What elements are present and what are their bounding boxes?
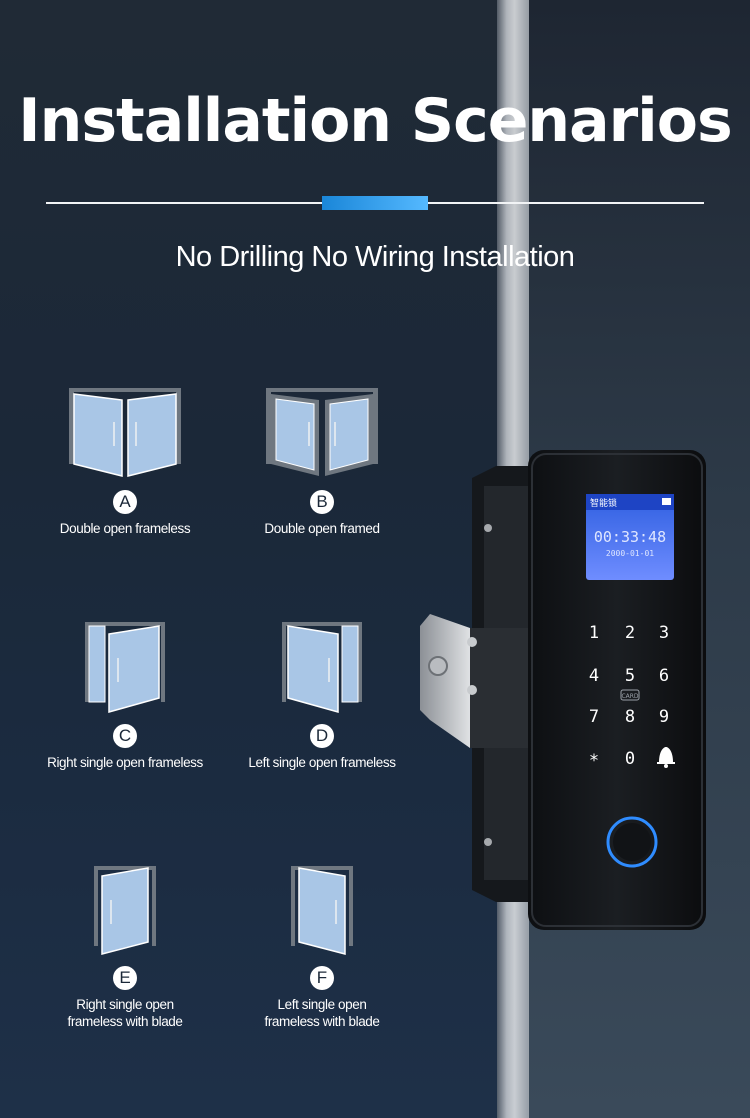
double-open-frameless-icon [69, 388, 181, 477]
card-reader-label: CARD [621, 693, 638, 700]
scenario-badge: D [310, 724, 334, 748]
scenario-badge: E [113, 966, 137, 990]
page-title: Installation Scenarios [18, 86, 732, 156]
scenario-badge: A [113, 490, 137, 514]
lock-screen-label: 智能锁 [590, 497, 617, 509]
keypad-key-5[interactable]: 5 [625, 666, 635, 686]
scenario-caption: Double open framed [264, 521, 380, 536]
fingerprint-sensor-ring [606, 816, 658, 868]
scenario-caption: Double open frameless [59, 521, 191, 536]
scenario-caption-line-1: Right single open [76, 997, 174, 1012]
scenario-b: B Double open framed [212, 382, 432, 537]
lock-screen-date: 2000-01-01 [606, 549, 654, 558]
doorbell-icon[interactable] [657, 747, 675, 768]
left-single-open-with-blade-icon [291, 866, 353, 955]
page-subtitle: No Drilling No Wiring Installation [175, 241, 575, 273]
scenario-caption-line-2: frameless with blade [67, 1014, 183, 1029]
keypad-key-2[interactable]: 2 [625, 623, 635, 643]
title-divider-accent [322, 196, 428, 210]
scenario-badge: C [113, 724, 137, 748]
scenario-caption: Right single open frameless [47, 755, 203, 770]
scenario-caption: Left single open frameless [248, 755, 396, 770]
keypad-key-7[interactable]: 7 [589, 707, 599, 727]
lock-screen-time: 00:33:48 [594, 528, 666, 546]
scenario-caption: Left single open frameless with blade [212, 996, 432, 1030]
scenario-e: E Right single open frameless with blade [15, 864, 235, 1030]
scenario-caption-line-1: Left single open [277, 997, 367, 1012]
keypad-key-1[interactable]: 1 [589, 623, 599, 643]
scenario-f: F Left single open frameless with blade [212, 864, 432, 1030]
scenario-a: A Double open frameless [15, 382, 235, 537]
scenario-caption-line-2: frameless with blade [264, 1014, 380, 1029]
scenario-d: D Left single open frameless [212, 620, 432, 771]
right-single-open-with-blade-icon [94, 866, 156, 955]
keypad-key-6[interactable]: 6 [659, 666, 669, 686]
keypad-key-star[interactable]: * [589, 751, 599, 771]
keypad-key-0[interactable]: 0 [625, 749, 635, 769]
left-single-open-frameless-icon [282, 622, 362, 713]
keypad-key-8[interactable]: 8 [625, 707, 635, 727]
scenario-badge: F [310, 966, 334, 990]
keypad-key-3[interactable]: 3 [659, 623, 669, 643]
battery-icon [662, 498, 671, 505]
keypad-key-9[interactable]: 9 [659, 707, 669, 727]
right-single-open-frameless-icon [85, 622, 165, 713]
double-open-framed-icon [266, 388, 378, 476]
keypad-key-4[interactable]: 4 [589, 666, 599, 686]
scenario-c: C Right single open frameless [15, 620, 235, 771]
scenario-caption: Right single open frameless with blade [15, 996, 235, 1030]
scenario-badge: B [310, 490, 334, 514]
fingerprint-sensor[interactable] [613, 823, 651, 861]
lock-screen [586, 494, 674, 580]
